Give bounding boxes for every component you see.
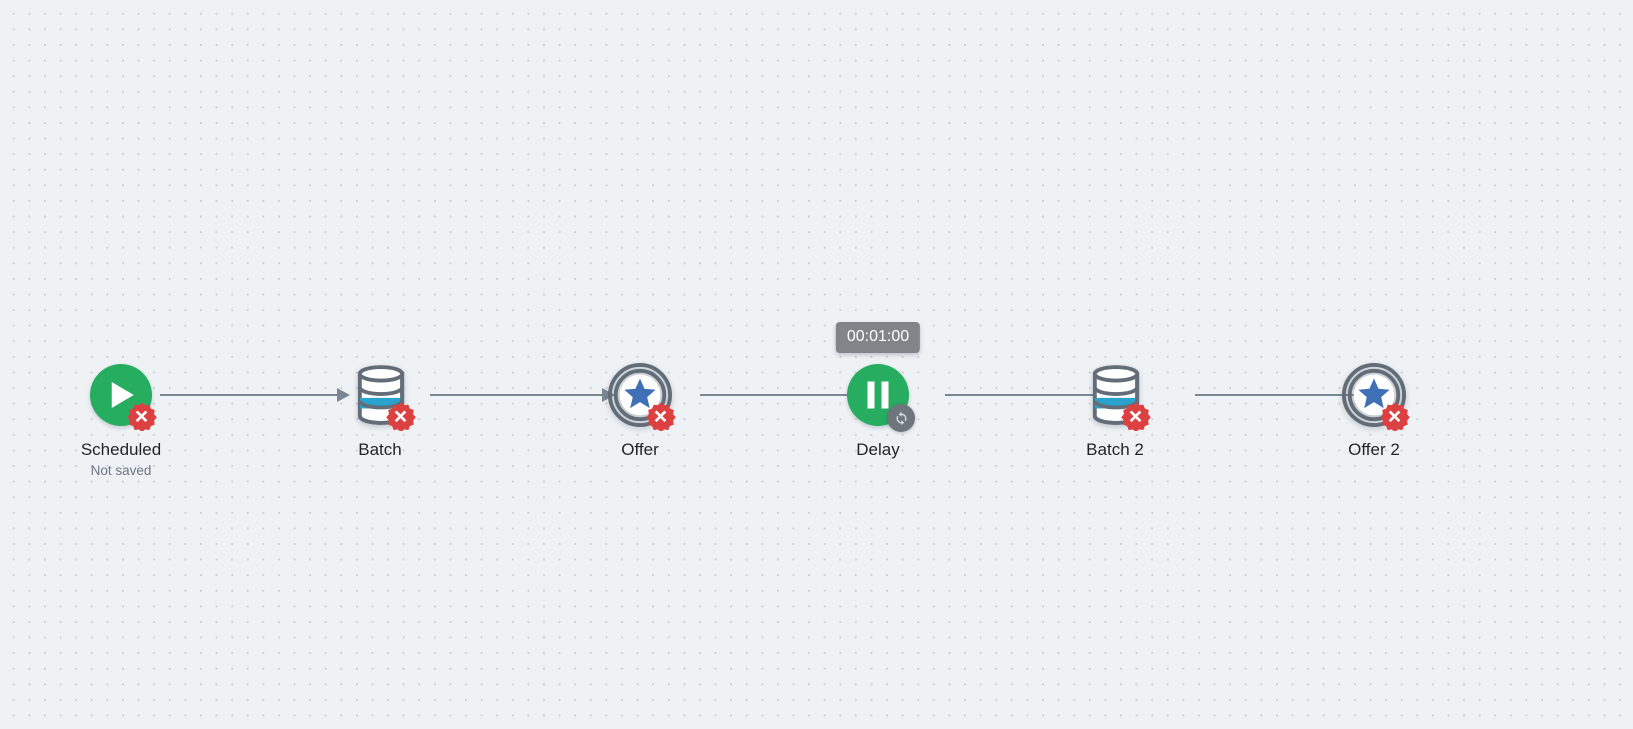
error-x-badge-icon[interactable] bbox=[1121, 401, 1151, 431]
node-label: Scheduled bbox=[80, 440, 162, 459]
workflow-node-delay[interactable]: 00:01:00 Delay bbox=[798, 322, 958, 460]
node-icon-batch-2[interactable] bbox=[1080, 360, 1151, 431]
error-x-badge-icon[interactable] bbox=[1380, 401, 1410, 431]
workflow-node-batch-2[interactable]: Batch 2 bbox=[1035, 360, 1195, 460]
error-x-badge-icon[interactable] bbox=[386, 401, 416, 431]
node-label: Offer 2 bbox=[1348, 440, 1400, 459]
play-triangle-icon bbox=[111, 382, 134, 408]
offer-target-icon bbox=[1342, 363, 1406, 427]
offer-target-icon bbox=[608, 363, 672, 427]
pause-circle-icon bbox=[847, 364, 909, 426]
workflow-node-offer-2[interactable]: Offer 2 bbox=[1294, 360, 1454, 460]
node-sublabel: Not saved bbox=[90, 463, 152, 478]
node-icon-offer[interactable] bbox=[605, 360, 676, 431]
node-icon-scheduled[interactable] bbox=[86, 360, 157, 431]
workflow-node-offer[interactable]: Offer bbox=[560, 360, 720, 460]
node-label: Offer bbox=[621, 440, 659, 459]
error-x-badge-icon[interactable] bbox=[646, 401, 676, 431]
node-label: Batch bbox=[358, 440, 402, 459]
workflow-node-batch[interactable]: Batch bbox=[300, 360, 460, 460]
node-icon-delay[interactable]: 00:01:00 bbox=[835, 322, 921, 432]
error-x-badge-icon[interactable] bbox=[127, 401, 157, 431]
node-label: Delay bbox=[856, 440, 900, 459]
pause-bar-left bbox=[867, 381, 875, 409]
workflow-node-scheduled[interactable]: Scheduled Not saved bbox=[41, 360, 201, 479]
pause-bars-icon bbox=[867, 381, 889, 409]
sync-badge-icon[interactable] bbox=[887, 404, 915, 432]
delay-duration-tooltip: 00:01:00 bbox=[835, 322, 921, 353]
node-icon-offer-2[interactable] bbox=[1339, 360, 1410, 431]
node-icon-batch[interactable] bbox=[345, 360, 416, 431]
node-label: Batch 2 bbox=[1086, 440, 1144, 459]
pause-bar-right bbox=[881, 381, 889, 409]
refresh-arrows-icon bbox=[896, 411, 906, 425]
